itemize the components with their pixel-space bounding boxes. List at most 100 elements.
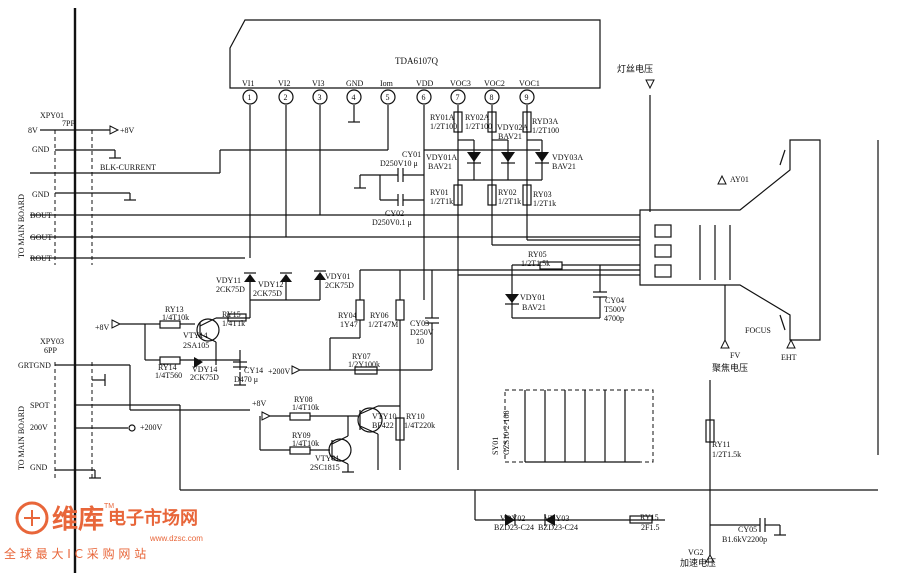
xpy03-line-grtgnd: GRTGND <box>18 361 51 370</box>
vdy12-ref: VDY12 <box>258 280 283 289</box>
ry09-ref: RY09 <box>292 431 311 440</box>
ryd3a-val: 1/2T100 <box>532 126 559 135</box>
ry01-val: 1/2T1k <box>430 197 453 206</box>
input-clamp-diodes <box>244 270 326 301</box>
vdy02-ref: VDY02 <box>500 514 525 523</box>
heater-voltage-label: 灯丝电压 <box>617 63 653 74</box>
vdy01-ref: VDY01 <box>325 272 350 281</box>
ry04-ref: RY04 <box>338 311 357 320</box>
vdy01b-ref: VDY01 <box>520 293 545 302</box>
logo-tagline: 全 球 最 大 I C 采 购 网 站 <box>4 546 146 561</box>
ic-pin-label: VI1 <box>242 79 254 88</box>
vty10-ref: VTY10 <box>372 412 396 421</box>
ry05-area <box>505 261 640 319</box>
xpy03-line-gnd: GND <box>30 463 48 472</box>
ry01a-ref: RY01A <box>430 113 455 122</box>
vdy11-val: 2CK75D <box>216 285 245 294</box>
xpy03-pins: 6PP <box>44 346 57 355</box>
cy14-ref: CY14 <box>244 366 263 375</box>
ic-pin-circle <box>484 89 500 105</box>
vty14-ref: VTY14 <box>183 331 207 340</box>
vdy03-val: BZD23-C24 <box>538 523 578 532</box>
xpy01-plus8v: +8V <box>120 126 135 135</box>
ry03-val: 1/2T1k <box>533 199 556 208</box>
cy04-val: T500V <box>604 305 627 314</box>
ry03-ref: RY03 <box>533 190 552 199</box>
fv-label: FV <box>730 351 740 360</box>
vdy11-ref: VDY11 <box>216 276 241 285</box>
logo-brand: 维库 <box>52 504 104 535</box>
ry13-ref: RY13 <box>165 305 184 314</box>
ic-pin-number: 2 <box>284 93 288 102</box>
ry04-val: 1Y47 <box>340 320 358 329</box>
sy01-pins <box>524 390 640 463</box>
ry10-ref: RY10 <box>406 412 425 421</box>
xpy01-line-blk: BLK-CURRENT <box>100 163 156 172</box>
xpy03-line-200v: 200V <box>30 423 48 432</box>
vg2-label: VG2 <box>688 548 704 557</box>
ic-pin-circle <box>346 89 362 105</box>
ic-pin-label: Iom <box>380 79 394 88</box>
vdy03a-val: BAV21 <box>552 162 576 171</box>
vdy14-ref: VDY14 <box>192 365 217 374</box>
vdy03a-ref: VDY03A <box>552 153 583 162</box>
sy01-outline <box>504 389 654 463</box>
ic-pin-circle <box>312 89 328 105</box>
vty10-val: BF422 <box>372 421 394 430</box>
vg2-cn-label: 加速电压 <box>680 557 716 568</box>
ry15-ref: RY15 <box>222 310 241 319</box>
ay01-label: AY01 <box>730 175 749 184</box>
cy03-val2: 10 <box>416 337 424 346</box>
cy03-ref: CY03 <box>410 319 429 328</box>
ic-pin-number: 7 <box>456 93 460 102</box>
crt-tube <box>639 79 821 349</box>
cy04-ref: CY04 <box>605 296 624 305</box>
spot-transistors <box>75 404 405 490</box>
xpy01-line-8v: 8V <box>28 126 38 135</box>
ry05-ref: RY05 <box>528 250 547 259</box>
ic-pin-number: 1 <box>248 93 252 102</box>
eht-label: EHT <box>781 353 797 362</box>
ic-input-lines <box>249 105 640 470</box>
watermark-logo: 维库 电子市场网 TM www.dzsc.com 全 球 最 大 I C 采 购… <box>4 501 203 561</box>
vdy03-ref: VDY03 <box>544 514 569 523</box>
plus8v-a: +8V <box>95 323 110 332</box>
ic-pin-circle <box>242 89 258 105</box>
ry01-ref: RY01 <box>430 188 449 197</box>
xpy03-wires <box>55 364 250 479</box>
cy02-val: D250V0.1 μ <box>372 218 412 227</box>
ry06-ref: RY06 <box>370 311 389 320</box>
xpy03-line-spot: SPOT <box>30 401 50 410</box>
logo-url: www.dzsc.com <box>149 534 203 543</box>
ic-name: TDA6107Q <box>395 56 438 66</box>
sy01-ref: SY01 <box>491 437 500 455</box>
xpy03-ref: XPY03 <box>40 337 64 346</box>
ic-pin-label: VI2 <box>278 79 290 88</box>
vdy01b-val: BAV21 <box>522 303 546 312</box>
xpy01-pins: 7PP <box>62 119 75 128</box>
ic-pin-number: 3 <box>318 93 322 102</box>
vdy01a-ref: VDY01A <box>426 153 457 162</box>
ry08-val: 1/4T10k <box>292 403 319 412</box>
fv-cn-label: 聚焦电压 <box>712 362 748 373</box>
xpy01-line-gnd2: GND <box>32 190 50 199</box>
ic-pin-number: 4 <box>352 93 356 102</box>
ic-pin-label: VOC2 <box>484 79 505 88</box>
ry07-ref: RY07 <box>352 352 371 361</box>
cy01-cy02-caps <box>354 168 424 206</box>
cy14-val: D470 μ <box>234 375 258 384</box>
ic-body <box>229 19 601 89</box>
vty14-val: 2SA105 <box>183 341 209 350</box>
logo-circle-icon <box>15 501 49 535</box>
ry15-val: 1/4T1k <box>222 319 245 328</box>
xpy01-wires <box>30 105 640 259</box>
ic-pin-circle <box>380 89 396 105</box>
ic-pin-label: VOC1 <box>519 79 540 88</box>
ic-pin-label: VDD <box>416 79 434 88</box>
logo-tm: TM <box>104 503 114 510</box>
plus8v-b: +8V <box>252 399 267 408</box>
ic-pin-number: 8 <box>490 93 494 102</box>
ic-pin-circle <box>278 89 294 105</box>
